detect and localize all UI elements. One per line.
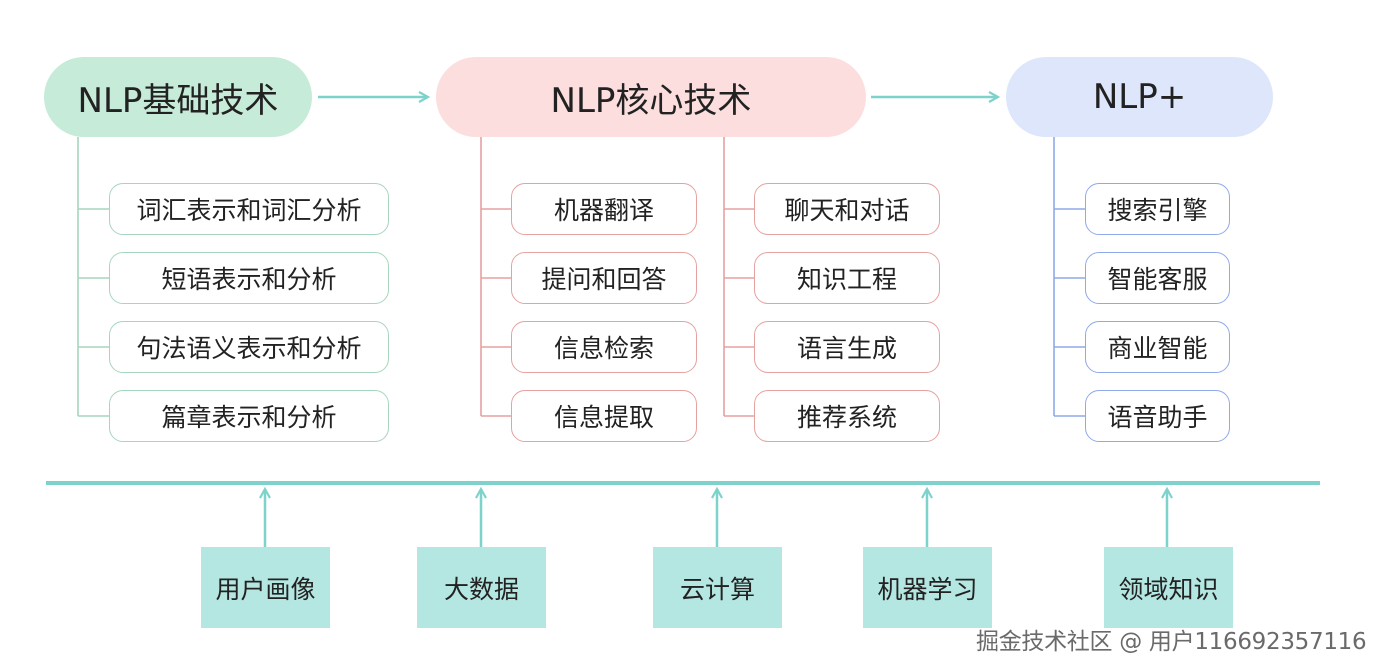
core-item-information-retrieval: 信息检索 <box>511 321 697 373</box>
core-item-recommender-system: 推荐系统 <box>754 390 940 442</box>
plus-item-smart-customer-service: 智能客服 <box>1085 252 1230 304</box>
watermark: 掘金技术社区 @ 用户116692357116 <box>976 629 1367 655</box>
stage-basic-tech: NLP基础技术 <box>44 57 312 137</box>
core-item-language-generation: 语言生成 <box>754 321 940 373</box>
foundation-big-data: 大数据 <box>417 547 546 628</box>
core-item-information-extraction: 信息提取 <box>511 390 697 442</box>
tree-stage-3 <box>1053 137 1085 417</box>
plus-item-business-intelligence: 商业智能 <box>1085 321 1230 373</box>
foundation-cloud-computing: 云计算 <box>653 547 782 628</box>
core-item-chat-dialogue: 聊天和对话 <box>754 183 940 235</box>
foundation-machine-learning: 机器学习 <box>863 547 992 628</box>
basic-item-discourse: 篇章表示和分析 <box>109 390 389 442</box>
plus-item-search-engine: 搜索引擎 <box>1085 183 1230 235</box>
core-item-knowledge-engineering: 知识工程 <box>754 252 940 304</box>
basic-item-phrase: 短语表示和分析 <box>109 252 389 304</box>
core-item-question-answering: 提问和回答 <box>511 252 697 304</box>
tree-stage-1 <box>77 137 109 417</box>
core-item-machine-translation: 机器翻译 <box>511 183 697 235</box>
tree-stage-2 <box>480 137 754 417</box>
stage-nlp-plus: NLP+ <box>1006 57 1273 137</box>
foundation-arrows <box>265 489 1167 547</box>
foundation-domain-knowledge: 领域知识 <box>1104 547 1233 628</box>
plus-item-voice-assistant: 语音助手 <box>1085 390 1230 442</box>
basic-item-syntax-semantics: 句法语义表示和分析 <box>109 321 389 373</box>
basic-item-lexical: 词汇表示和词汇分析 <box>109 183 389 235</box>
stage-core-tech: NLP核心技术 <box>436 57 866 137</box>
foundation-user-profile: 用户画像 <box>201 547 330 628</box>
